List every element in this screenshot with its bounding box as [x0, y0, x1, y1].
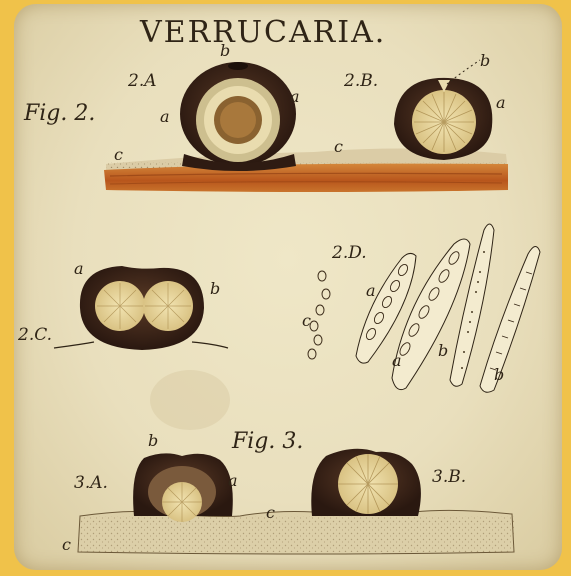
- letter-a: a: [392, 351, 402, 370]
- botanical-illustration: VERRUCARIA. Fig. 2.: [14, 4, 562, 570]
- fig-2c-section: 2.C. a b: [17, 259, 228, 350]
- paper-stain: [150, 370, 230, 430]
- letter-b: b: [220, 41, 230, 60]
- label-2d: 2.D.: [331, 243, 367, 263]
- label-3a: 3.A.: [74, 473, 108, 493]
- bark-strip: [104, 164, 508, 192]
- letter-a: a: [228, 471, 238, 490]
- label-2a: 2.A: [127, 71, 157, 91]
- label-2c: 2.C.: [17, 325, 52, 345]
- letter-a: a: [290, 87, 300, 106]
- letter-c: c: [334, 137, 343, 156]
- perithecium-3a: [133, 453, 233, 522]
- letter-b: b: [148, 431, 158, 450]
- letter-c: c: [62, 535, 71, 554]
- letter-c: c: [302, 311, 311, 330]
- letter-b: b: [210, 279, 220, 298]
- letter-c: c: [114, 145, 123, 164]
- perithecium-2b: [394, 78, 492, 160]
- letter-c: c: [266, 503, 275, 522]
- fig-2d-asci: 2.D.: [302, 224, 540, 392]
- illustration-plate: VERRUCARIA. Fig. 2.: [14, 4, 562, 570]
- plate-title: VERRUCARIA.: [139, 15, 386, 50]
- letter-b: b: [494, 365, 504, 384]
- perithecium-3b: [311, 449, 421, 516]
- letter-b: b: [438, 341, 448, 360]
- label-3b: 3.B.: [432, 467, 466, 487]
- fig3-label: Fig. 3.: [231, 429, 303, 454]
- letter-a: a: [160, 107, 170, 126]
- letter-a: a: [74, 259, 84, 278]
- letter-b: b: [480, 51, 490, 70]
- label-2b: 2.B.: [343, 71, 378, 91]
- fig-2a-2b-section: 2.A 2.B. b a a b a c c: [104, 41, 508, 192]
- letter-a: a: [366, 281, 376, 300]
- fig2-label: Fig. 2.: [23, 101, 95, 126]
- letter-a: a: [496, 93, 506, 112]
